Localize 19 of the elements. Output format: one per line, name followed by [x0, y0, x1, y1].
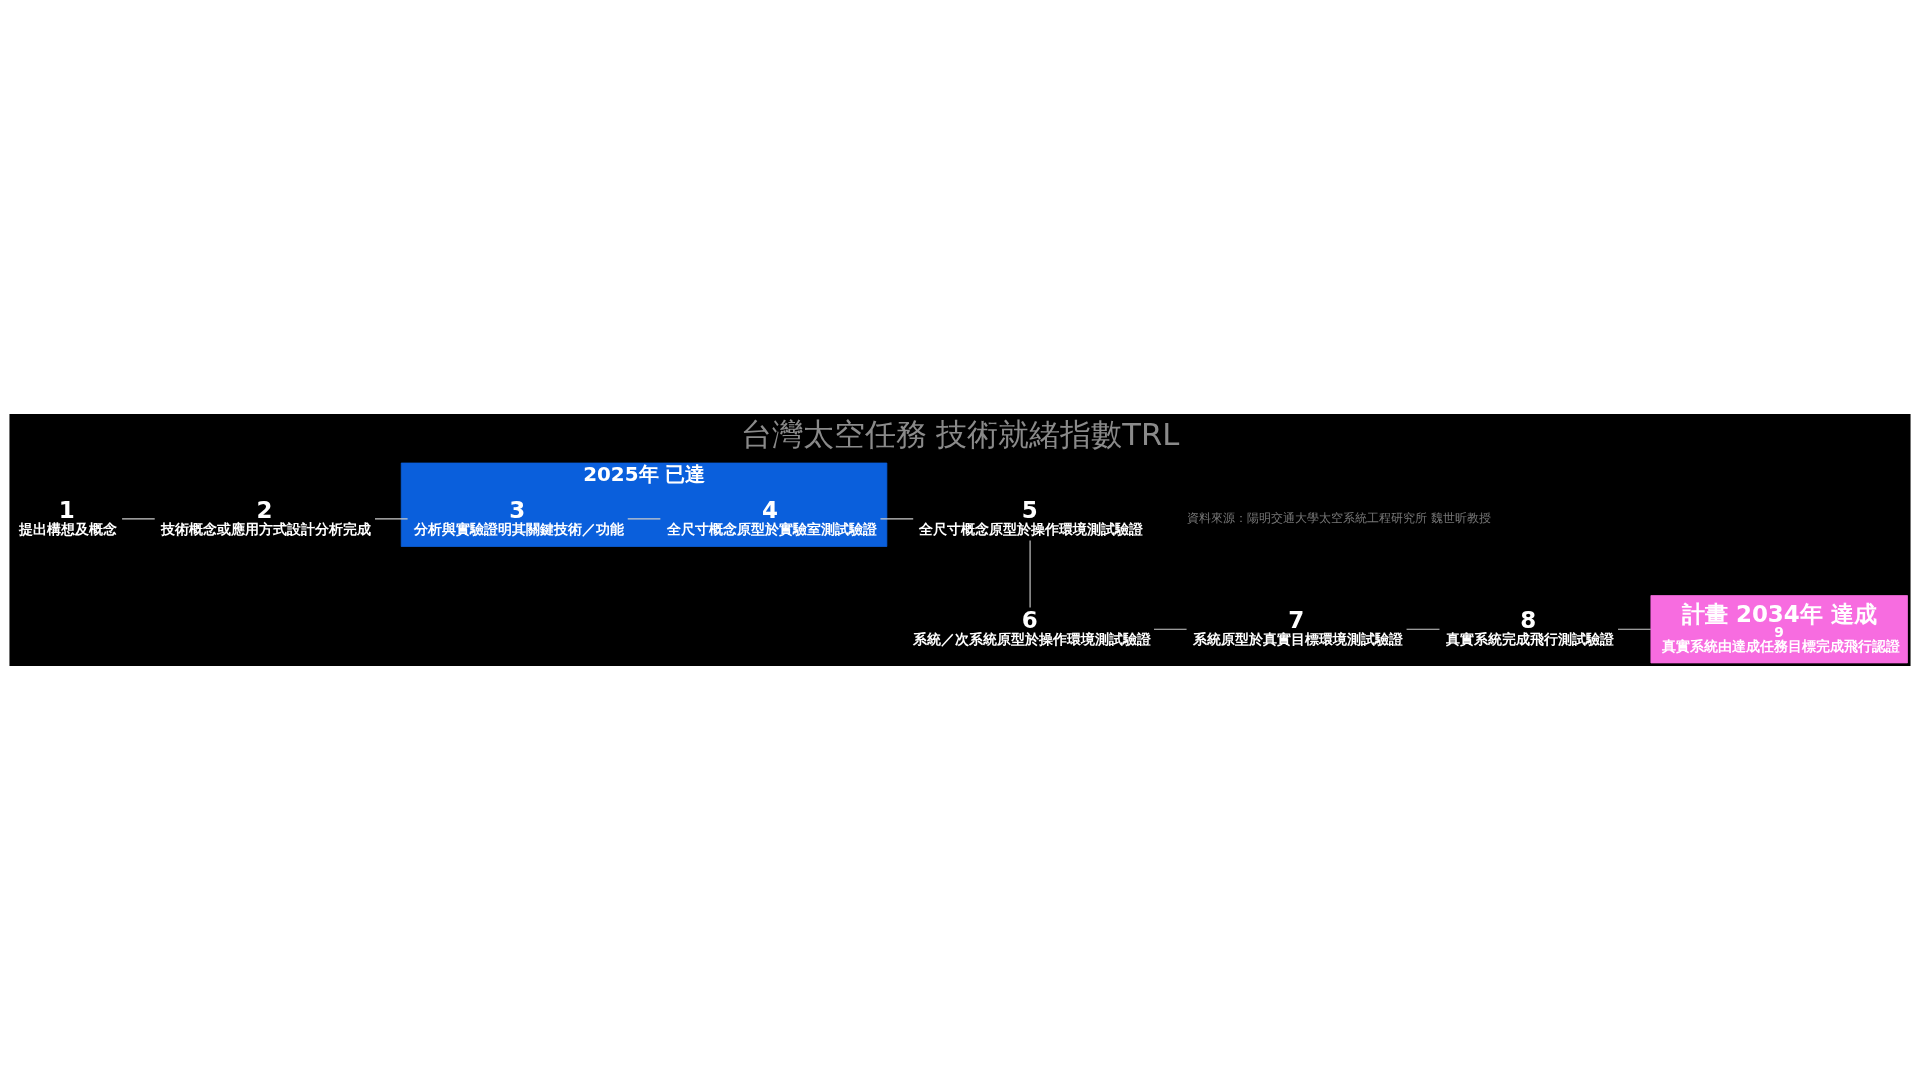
node-text: 4 全尺寸概念原型於實驗室測試驗證 — [666, 497, 877, 537]
node-text: 7 系統原型於真實目標環境測試驗證 — [1192, 607, 1403, 648]
node-text: 8 真實系統完成飛行測試驗證 — [1445, 607, 1614, 648]
connector — [1406, 628, 1441, 630]
node-text: 5 全尺寸概念原型於操作環境測試驗證 — [919, 497, 1144, 537]
connector — [627, 518, 661, 520]
diagram-title: 台灣太空任務 技術就緒指數TRL — [740, 416, 1180, 452]
connector — [121, 518, 156, 520]
node-text: 2 技術概念或應用方式設計分析完成 — [161, 497, 372, 537]
node-text: 6 系統／次系統原型於操作環境測試驗證 — [912, 607, 1151, 648]
connector — [1153, 628, 1188, 630]
node-text: 3 分析與實驗證明其關鍵技術／功能 — [413, 497, 624, 537]
connector — [1617, 628, 1652, 630]
connector — [374, 518, 409, 520]
connector — [879, 518, 914, 520]
label: 資料來源：陽明交通大學太空系統工程研究所 魏世昕教授 — [1186, 510, 1491, 525]
node-text: 1 提出構想及概念 — [18, 497, 117, 537]
connector — [1029, 539, 1031, 609]
node-box: 計畫 2034年 達成 9 真實系統由達成任務目標完成飛行認證 — [1650, 595, 1908, 664]
